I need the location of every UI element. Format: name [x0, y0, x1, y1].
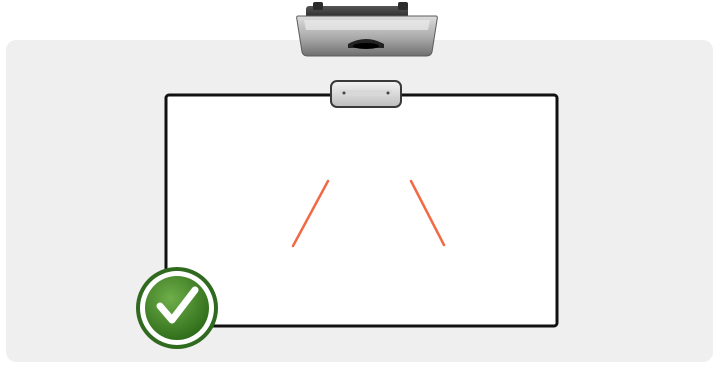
projector-icon — [297, 2, 438, 56]
checkmark-badge — [136, 267, 218, 349]
sensor-module-icon — [331, 81, 401, 107]
whiteboard — [166, 95, 557, 326]
